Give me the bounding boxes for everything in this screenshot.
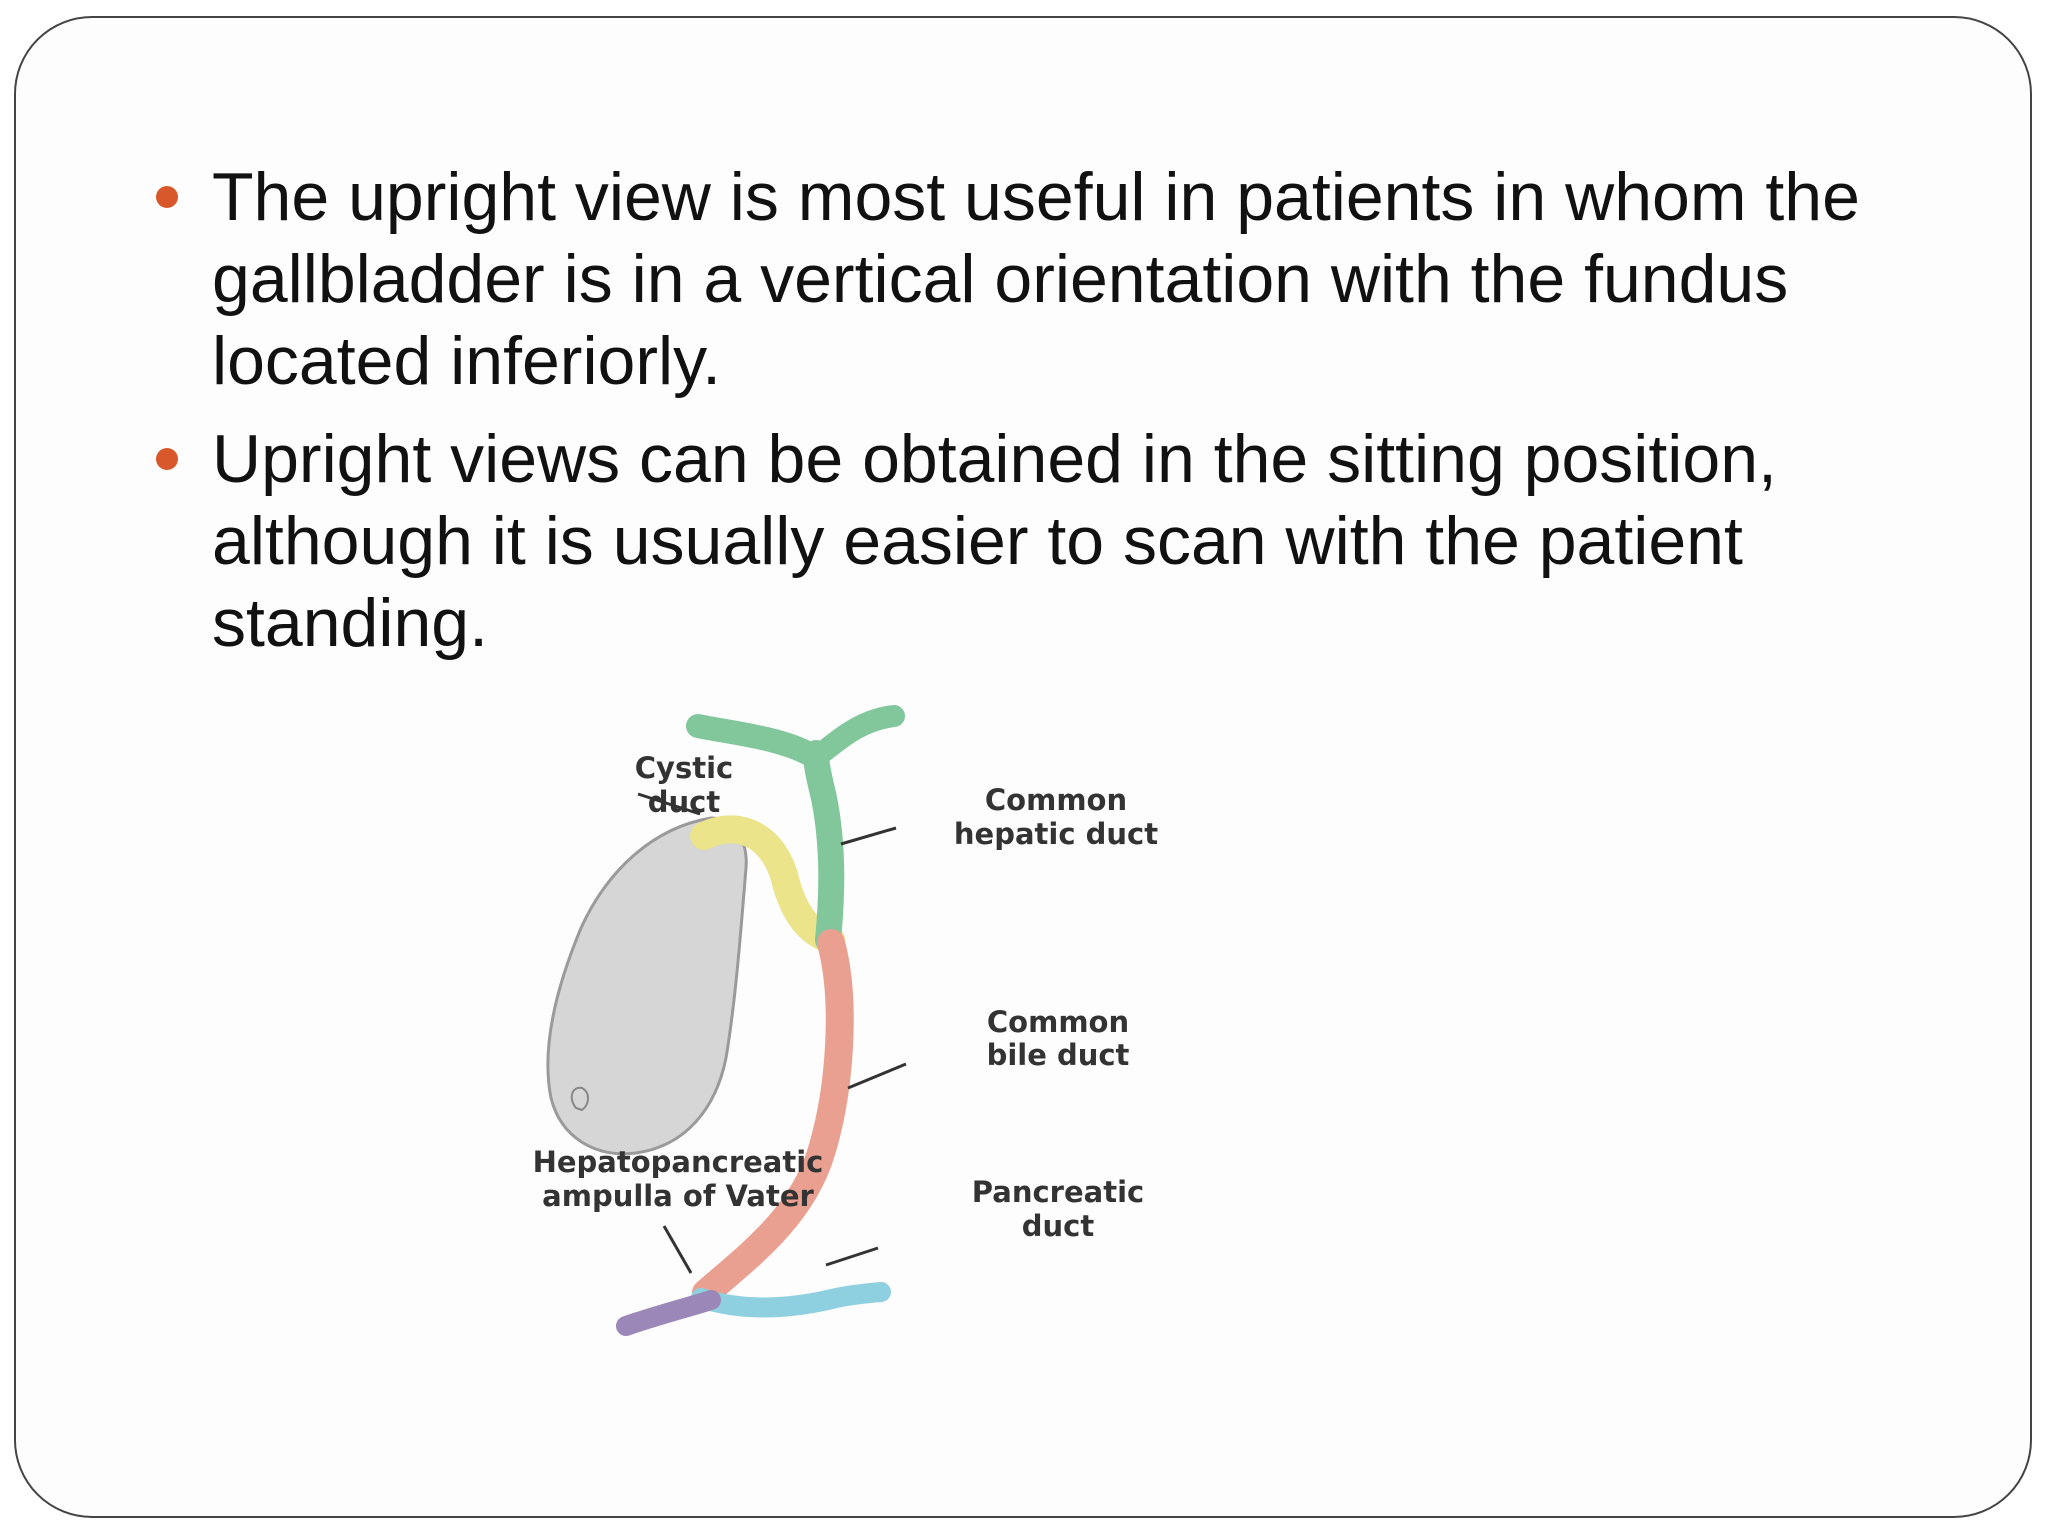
cystic-duct-leader	[637, 792, 701, 816]
label-cystic-duct-line2: duct	[648, 785, 721, 819]
bullet-dot-icon	[156, 448, 178, 470]
biliary-anatomy-diagram: Cystic duct Common hepatic duct Common b…	[533, 705, 1158, 1336]
pancreatic-duct-leader	[825, 1246, 879, 1267]
cystic-duct-shape	[690, 815, 845, 954]
label-ampulla-line1: Hepatopancreatic	[533, 1145, 824, 1179]
bullet-item: The upright view is most useful in patie…	[156, 156, 1956, 402]
gallbladder-shape	[546, 816, 748, 1156]
hepatic-duct-leader	[840, 826, 897, 846]
bullet-list: The upright view is most useful in patie…	[156, 156, 1956, 680]
label-bile-duct-line1: Common	[987, 1005, 1129, 1039]
bullet-dot-icon	[156, 186, 178, 208]
hepatic-duct-right	[807, 705, 905, 767]
label-bile-duct-line2: bile duct	[987, 1038, 1130, 1072]
label-cystic-duct-line1: Cystic	[635, 751, 733, 785]
bullet-text: Upright views can be obtained in the sit…	[212, 421, 1777, 661]
gallbladder-fundus-mark	[570, 1086, 589, 1112]
ampulla-leader	[662, 1225, 693, 1274]
hepatic-duct-left	[686, 714, 828, 770]
bullet-text: The upright view is most useful in patie…	[212, 159, 1860, 399]
label-hepatic-duct-line1: Common	[985, 783, 1127, 817]
bile-duct-shape	[692, 929, 854, 1307]
label-hepatic-duct-line2: hepatic duct	[954, 817, 1158, 851]
slide-frame: The upright view is most useful in patie…	[14, 16, 2032, 1518]
hepatic-duct-stem	[803, 740, 845, 953]
label-ampulla-line2: ampulla of Vater	[542, 1179, 814, 1213]
ampulla-shape	[616, 1290, 721, 1336]
label-pancreatic-duct-line1: Pancreatic	[972, 1175, 1144, 1209]
bullet-item: Upright views can be obtained in the sit…	[156, 418, 1956, 664]
bile-duct-leader	[847, 1062, 907, 1090]
label-pancreatic-duct-line2: duct	[1022, 1209, 1095, 1243]
pancreatic-duct-shape	[691, 1282, 891, 1318]
